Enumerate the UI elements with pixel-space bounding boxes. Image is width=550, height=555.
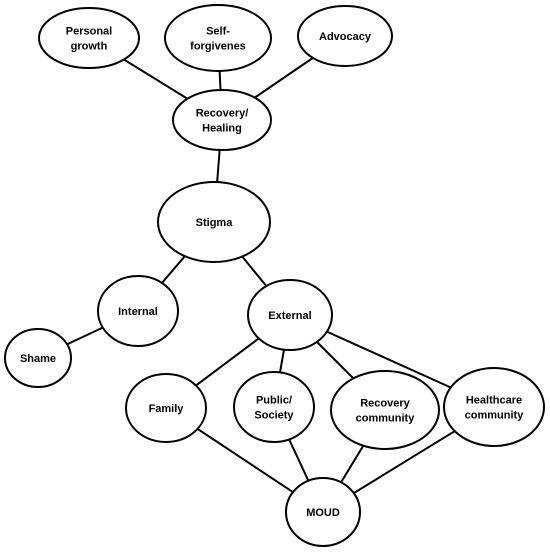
node-public-society-label-line: Public/ xyxy=(256,395,292,407)
node-stigma-label-line: Stigma xyxy=(196,217,234,229)
node-personal-growth-ellipse xyxy=(38,7,140,69)
node-self-forgiveness: Self-forgivenes xyxy=(164,4,272,72)
node-public-society-label-line: Society xyxy=(254,410,294,422)
node-healthcare-community-ellipse xyxy=(443,367,545,447)
node-family-label-line: Family xyxy=(149,403,185,415)
node-shame-label-line: Shame xyxy=(20,353,56,365)
node-moud-ellipse xyxy=(285,477,361,547)
node-external-ellipse xyxy=(247,279,333,351)
node-advocacy-label-line: Advocacy xyxy=(319,31,372,43)
node-recovery-community-label-line: community xyxy=(356,413,416,425)
node-self-forgiveness-label-line: forgivenes xyxy=(190,41,246,53)
node-public-society-ellipse xyxy=(233,371,315,443)
node-recovery-community: Recovery community xyxy=(330,370,440,450)
node-recovery-community-ellipse xyxy=(330,370,440,450)
node-self-forgiveness-ellipse xyxy=(164,4,272,72)
node-family: Family xyxy=(125,373,207,443)
node-moud-label-line: MOUD xyxy=(306,507,340,519)
node-self-forgiveness-label-line: Self- xyxy=(206,26,230,38)
node-moud: MOUD xyxy=(285,477,361,547)
node-internal: Internal xyxy=(97,275,179,347)
node-healthcare-community-label-line: community xyxy=(465,410,525,422)
node-advocacy-ellipse xyxy=(297,5,393,67)
node-recovery-healing-label-line: Recovery/ xyxy=(196,108,249,120)
node-external-label-line: External xyxy=(268,310,311,322)
node-recovery-healing: Recovery/Healing xyxy=(172,89,272,151)
node-shame-ellipse xyxy=(4,328,72,388)
node-advocacy: Advocacy xyxy=(297,5,393,67)
node-internal-ellipse xyxy=(97,275,179,347)
node-external: External xyxy=(247,279,333,351)
node-recovery-healing-label-line: Healing xyxy=(202,123,242,135)
node-stigma: Stigma xyxy=(157,181,271,263)
node-public-society: Public/Society xyxy=(233,371,315,443)
node-healthcare-community-label-line: Healthcare xyxy=(466,395,522,407)
node-personal-growth-label-line: Personal xyxy=(66,26,112,38)
node-recovery-healing-ellipse xyxy=(172,89,272,151)
node-personal-growth: Personal growth xyxy=(38,7,140,69)
node-stigma-ellipse xyxy=(157,181,271,263)
node-healthcare-community: Healthcare community xyxy=(443,367,545,447)
nodes: Personal growth Self-forgivenes AdvocacyRec… xyxy=(4,4,545,547)
node-internal-label-line: Internal xyxy=(118,306,158,318)
node-shame: Shame xyxy=(4,328,72,388)
node-family-ellipse xyxy=(125,373,207,443)
node-recovery-community-label-line: Recovery xyxy=(360,398,410,410)
node-personal-growth-label-line: growth xyxy=(71,41,108,53)
